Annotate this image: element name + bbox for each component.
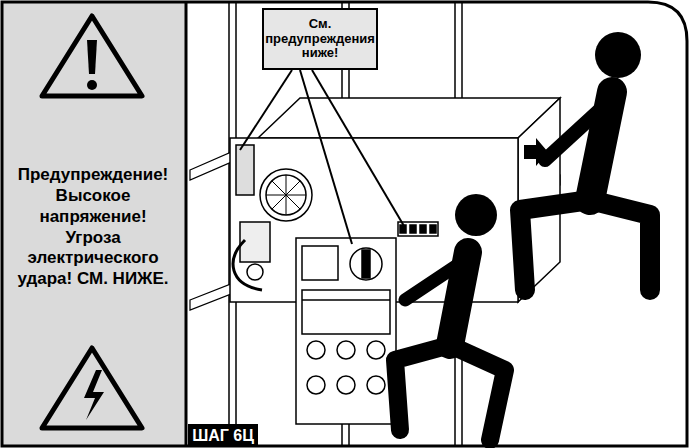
panel-divider xyxy=(185,2,188,446)
warning-symbol xyxy=(42,16,142,96)
person-figure xyxy=(520,32,650,290)
node-text: ШАГ 6Ц xyxy=(192,428,254,444)
warning-text-block: Предупреждение! Высокое напряжение! Угро… xyxy=(12,140,174,315)
voltage-symbol xyxy=(42,348,142,428)
node-text: Предупреждение! Высокое напряжение! Угро… xyxy=(14,165,172,289)
callout-box: См. предупреждения ниже! xyxy=(262,8,378,70)
leader-lines xyxy=(240,70,404,244)
node-text: См. предупреждения ниже! xyxy=(265,17,375,62)
distribution-module xyxy=(296,238,396,424)
person-figure xyxy=(395,194,505,440)
rack-rails xyxy=(229,2,462,446)
warning-panel xyxy=(2,2,186,446)
step-label: ШАГ 6Ц xyxy=(188,424,258,447)
